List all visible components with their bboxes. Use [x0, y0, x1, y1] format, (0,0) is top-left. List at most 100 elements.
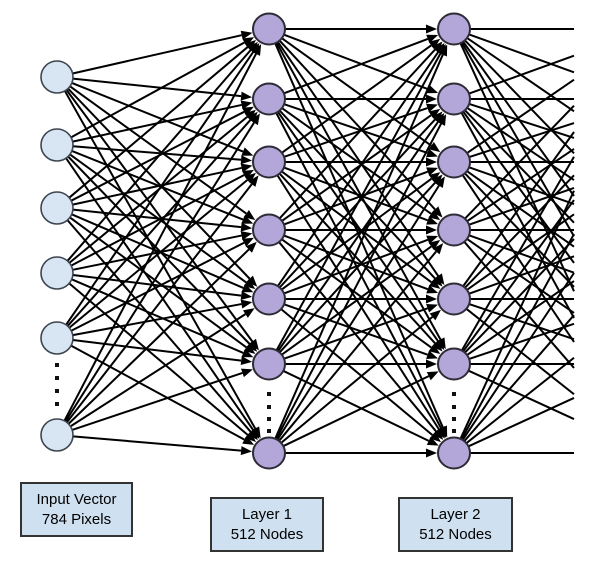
edge-line	[72, 273, 242, 297]
edge-line	[283, 166, 429, 222]
layer2-node	[437, 282, 471, 316]
fan-line	[461, 156, 575, 351]
fan-line	[462, 199, 575, 352]
arrowhead	[240, 30, 253, 40]
label-line-1: Input Vector	[36, 491, 117, 509]
arrowhead	[241, 348, 254, 358]
arrowhead	[426, 350, 438, 359]
arrowhead	[241, 215, 254, 224]
arrowhead	[428, 38, 441, 49]
layer1-node	[252, 12, 286, 46]
ellipsis-dot	[55, 389, 59, 393]
arrowhead	[240, 231, 253, 240]
arrowhead	[428, 239, 441, 251]
edge-line	[66, 219, 252, 433]
arrowhead	[426, 94, 437, 104]
input-node	[40, 128, 74, 162]
arrowhead	[428, 210, 441, 221]
arrowhead	[426, 235, 439, 245]
ellipsis-dot	[452, 405, 456, 409]
arrowhead	[431, 111, 443, 123]
edge-line	[280, 308, 434, 436]
layer1-node	[252, 82, 286, 116]
edge-line	[277, 51, 439, 287]
edge-line	[64, 122, 255, 423]
edge-line	[67, 248, 250, 425]
input-node	[40, 418, 74, 452]
fan-line	[468, 33, 575, 74]
arrowhead	[426, 371, 439, 381]
edge-line	[71, 213, 244, 289]
arrowhead	[240, 155, 253, 165]
edge-line	[72, 208, 242, 229]
ellipsis-dot	[267, 429, 271, 433]
edge-line	[283, 107, 428, 158]
fan-line	[466, 148, 575, 222]
edge-line	[63, 53, 257, 422]
arrowhead	[242, 237, 254, 247]
arrowhead	[242, 169, 254, 179]
layer1-node	[252, 347, 286, 381]
fan-line	[460, 233, 575, 440]
ellipsis-dot	[267, 392, 271, 396]
fan-line	[464, 39, 575, 155]
layer1-node	[252, 213, 286, 247]
edge-line	[70, 41, 245, 139]
edge-line	[66, 49, 252, 262]
arrowhead	[426, 448, 437, 458]
fan-line	[466, 170, 575, 248]
arrowhead	[426, 225, 437, 235]
edge-line	[277, 121, 439, 352]
arrowhead	[437, 114, 447, 126]
edge-line	[278, 241, 437, 433]
arrowhead	[426, 284, 439, 294]
edge-line	[275, 112, 442, 429]
arrowhead	[432, 428, 444, 440]
arrowhead	[435, 176, 445, 189]
arrowhead	[250, 113, 260, 126]
label-line-1: Layer 1	[241, 506, 293, 524]
ellipsis-dot	[452, 417, 456, 421]
arrowhead	[247, 111, 258, 123]
arrowhead	[244, 109, 256, 121]
edge-line	[66, 183, 253, 423]
arrowhead	[428, 278, 441, 289]
fan-line	[465, 356, 575, 444]
arrowhead	[244, 172, 256, 184]
edge-line	[275, 123, 442, 440]
fan-line	[468, 102, 575, 139]
arrowhead	[247, 41, 258, 54]
edge-line	[282, 370, 430, 442]
layer2-node	[437, 213, 471, 247]
edge-line	[65, 89, 254, 343]
arrowhead	[431, 174, 443, 186]
edge-line	[283, 33, 429, 91]
edge-line	[65, 157, 254, 431]
arrowhead	[426, 359, 437, 369]
edge-line	[275, 42, 442, 340]
arrowhead	[240, 222, 253, 232]
layer2-node	[437, 436, 471, 470]
input-vector-label: Input Vector 784 Pixels	[20, 482, 133, 537]
arrowhead	[426, 294, 437, 304]
edge-line	[71, 371, 243, 431]
edge-line	[279, 40, 436, 211]
edge-line	[283, 37, 429, 95]
arrowhead	[426, 34, 439, 44]
fan-line	[466, 280, 575, 356]
edge-line	[66, 119, 252, 327]
layer2-node	[437, 145, 471, 179]
arrowhead	[246, 275, 258, 287]
edge-line	[71, 278, 244, 354]
fan-line	[466, 107, 575, 181]
arrowhead	[240, 356, 253, 366]
edge-line	[65, 51, 254, 326]
edge-line	[67, 87, 251, 280]
arrowhead	[240, 163, 253, 173]
edge-line	[283, 307, 428, 360]
edge-line	[280, 316, 434, 444]
arrowhead	[240, 299, 253, 309]
fan-line	[466, 213, 575, 291]
edge-line	[72, 338, 242, 362]
